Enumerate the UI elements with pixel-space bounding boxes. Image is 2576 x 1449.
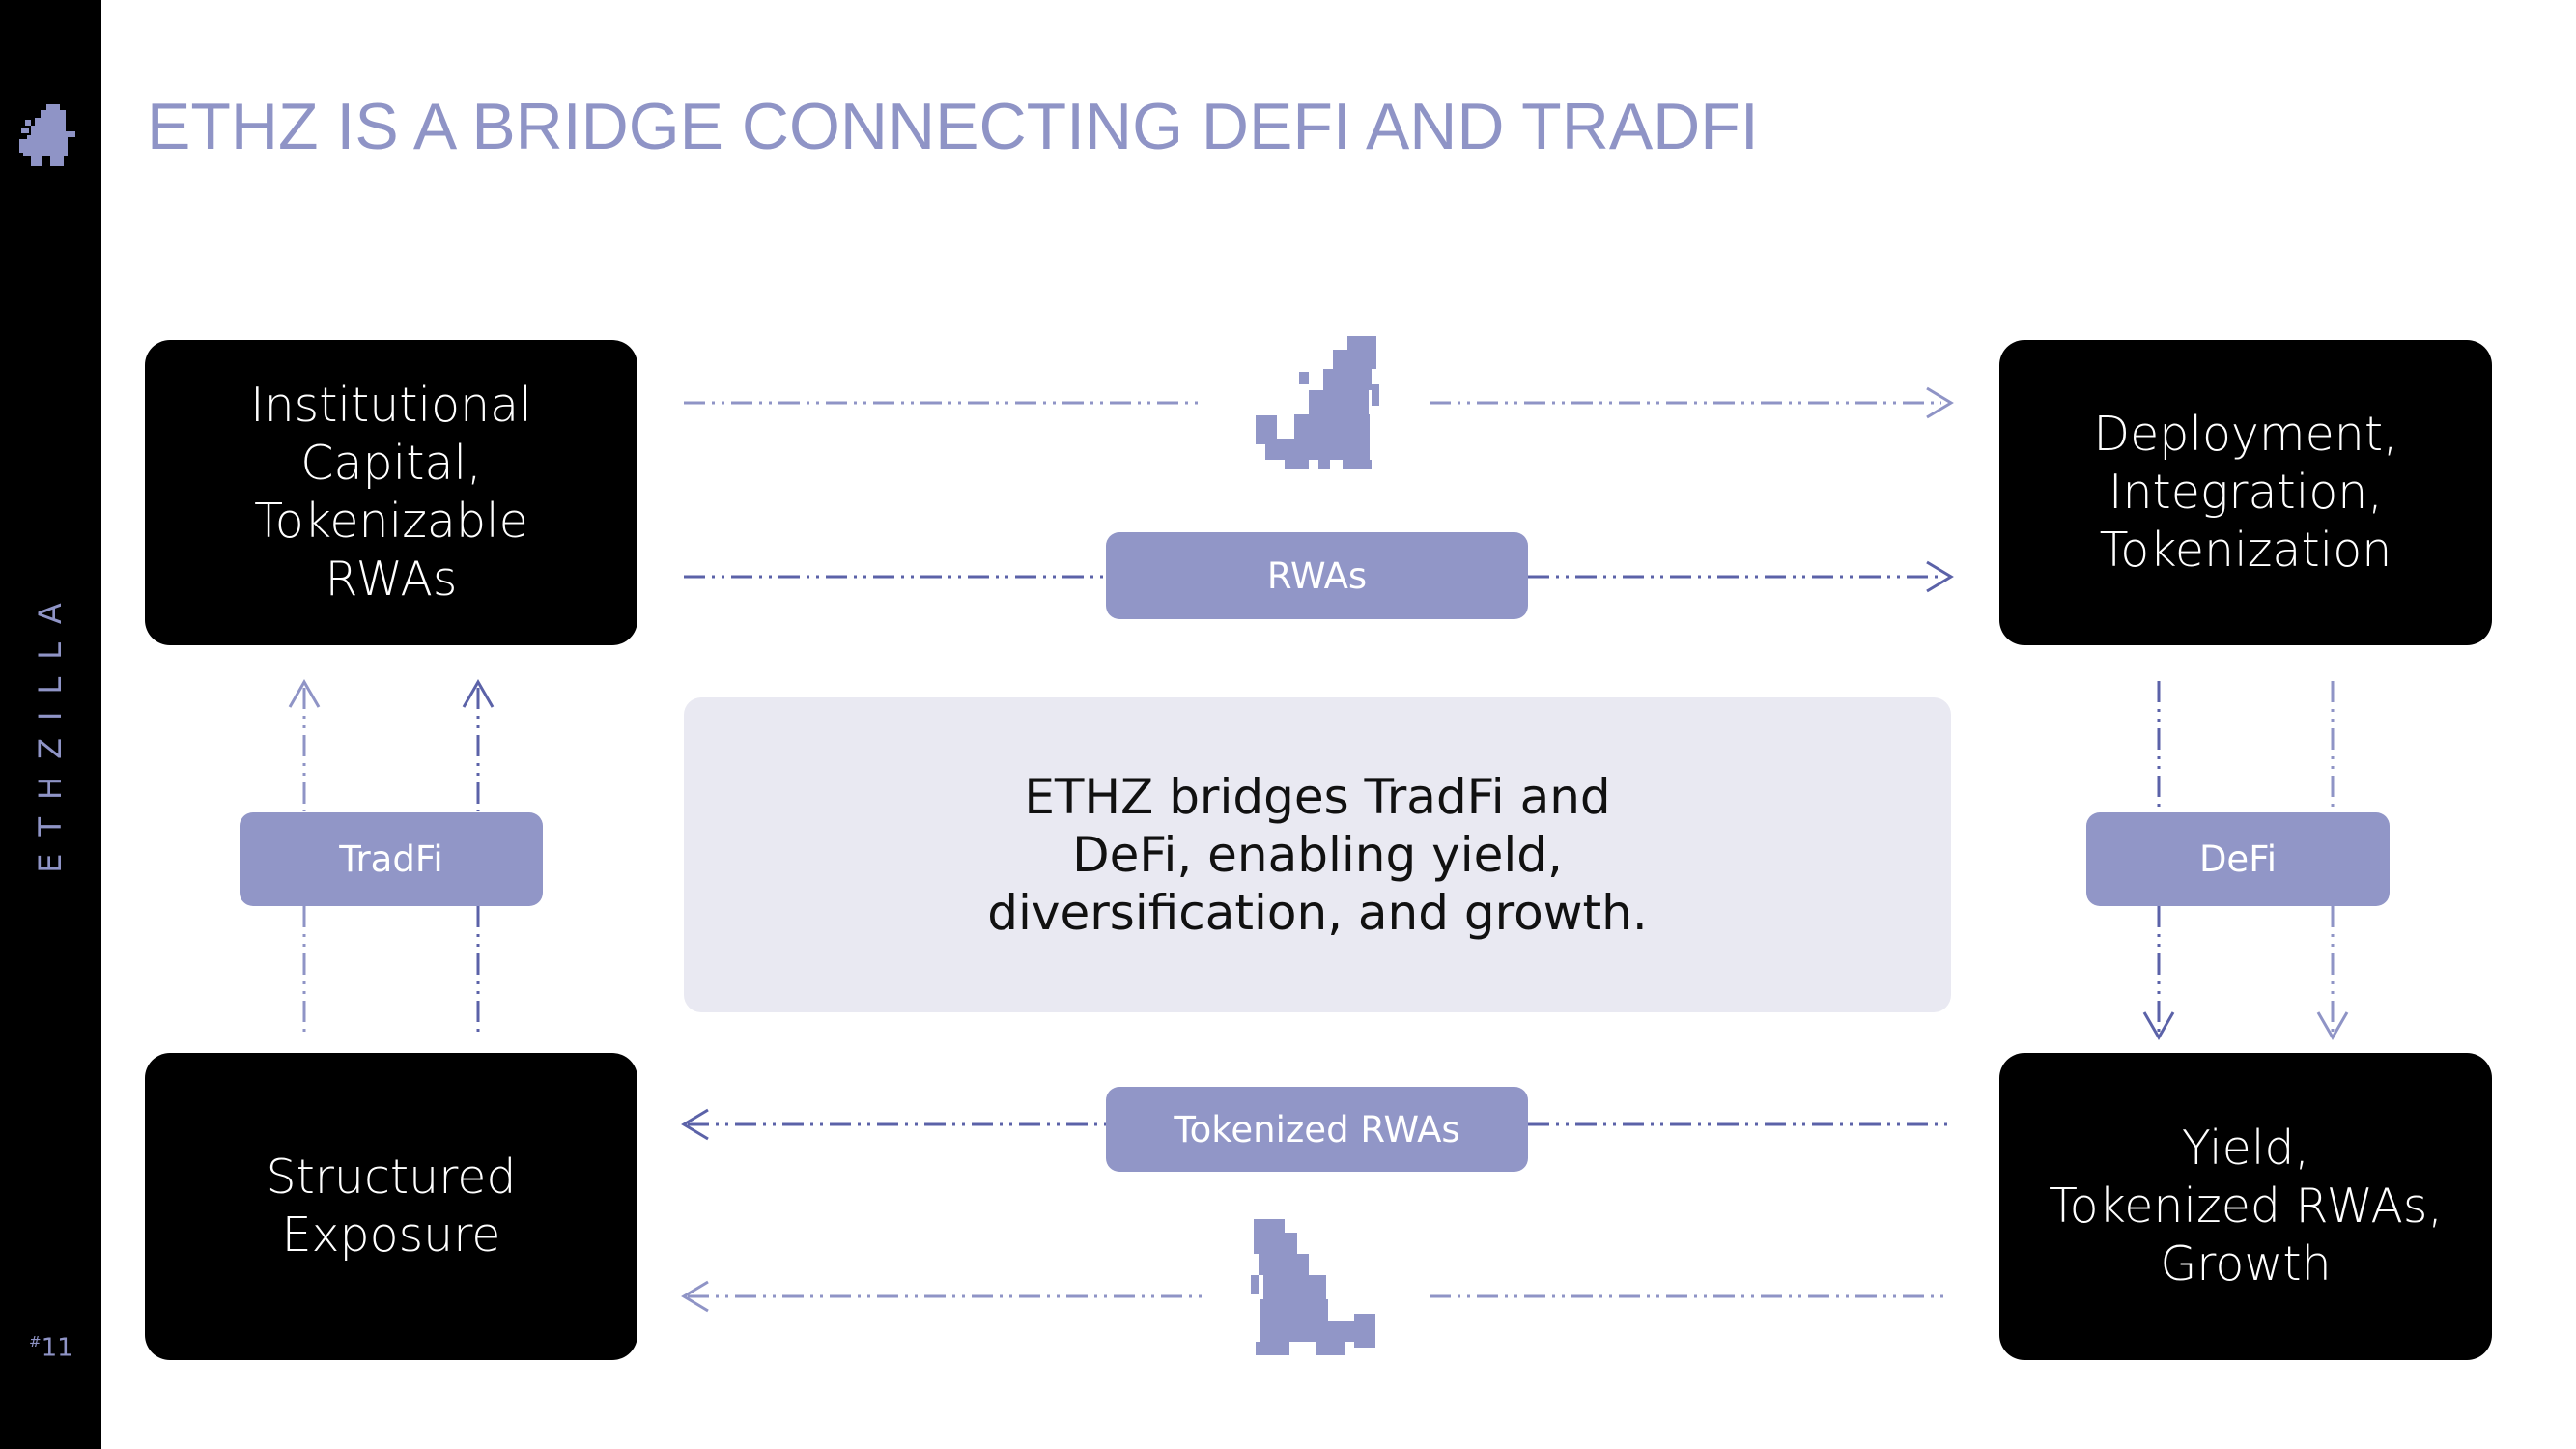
label-tokenized-rwas: Tokenized RWAs xyxy=(1106,1087,1528,1172)
godzilla-mascot-bottom-icon xyxy=(1251,1219,1375,1355)
node-top-right: Deployment, Integration, Tokenization xyxy=(1999,340,2492,645)
arrowhead-up-icon xyxy=(462,678,495,708)
arrowhead-right-icon xyxy=(1926,560,1954,593)
label-tradfi: TradFi xyxy=(240,812,543,906)
page-number-value: 11 xyxy=(41,1333,73,1363)
arrowhead-left-icon xyxy=(681,1108,709,1141)
page-number: #11 xyxy=(29,1333,73,1363)
page-number-prefix: # xyxy=(29,1333,42,1350)
node-top-left: Institutional Capital, Tokenizable RWAs xyxy=(145,340,637,645)
node-bottom-right: Yield, Tokenized RWAs, Growth xyxy=(1999,1053,2492,1360)
center-summary-text: ETHZ bridges TradFi and DeFi, enabling y… xyxy=(987,769,1648,941)
label-rwas: RWAs xyxy=(1106,532,1528,619)
node-top-right-label: Deployment, Integration, Tokenization xyxy=(2093,407,2398,578)
arrowhead-down-icon xyxy=(2142,1011,2175,1041)
node-top-left-label: Institutional Capital, Tokenizable RWAs xyxy=(250,378,532,607)
node-bottom-left: Structured Exposure xyxy=(145,1053,637,1360)
arrowhead-up-icon xyxy=(288,678,321,708)
node-bottom-right-label: Yield, Tokenized RWAs, Growth xyxy=(2048,1121,2444,1292)
slide-title: ETHZ IS A BRIDGE CONNECTING DEFI AND TRA… xyxy=(147,90,1759,163)
label-defi: DeFi xyxy=(2086,812,2390,906)
node-bottom-left-label: Structured Exposure xyxy=(266,1150,517,1263)
godzilla-mascot-top-icon xyxy=(1256,336,1379,469)
center-summary-box: ETHZ bridges TradFi and DeFi, enabling y… xyxy=(684,697,1951,1012)
godzilla-logo-icon xyxy=(19,104,75,166)
sidebar: ETHZILLA #11 xyxy=(0,0,101,1449)
arrowhead-left-icon xyxy=(681,1280,709,1313)
arrowhead-down-icon xyxy=(2316,1011,2349,1041)
arrowhead-right-icon xyxy=(1926,386,1954,419)
